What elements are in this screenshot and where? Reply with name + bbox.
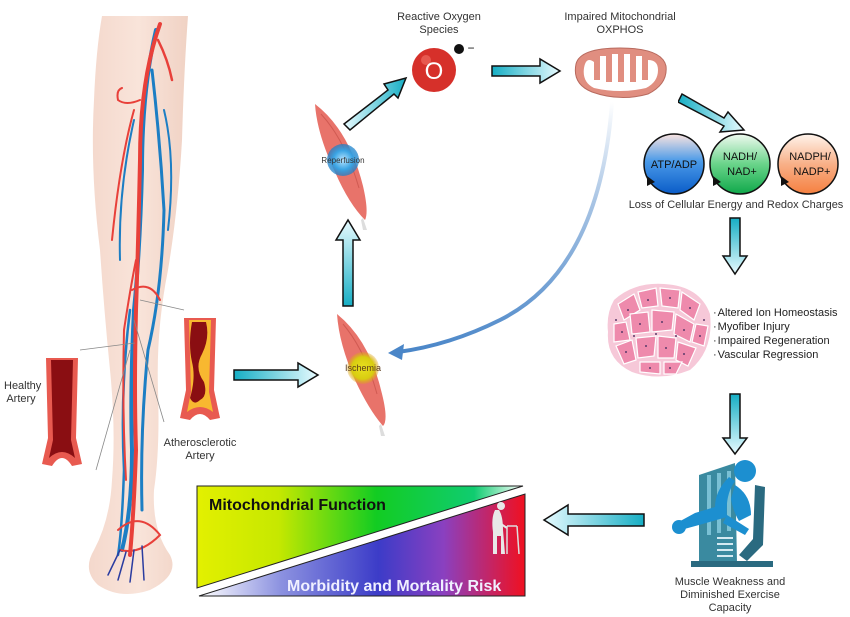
- nad-label: NAD+: [727, 166, 757, 178]
- arrow-to-ros: [342, 76, 408, 132]
- arrow-to-exercise: [721, 393, 749, 456]
- ischemia-muscle: Ischemia: [337, 314, 386, 436]
- mortality-risk-triangle: [198, 493, 526, 597]
- muscle-tissue-icon: [607, 283, 711, 377]
- ros-molecule-icon: O −: [412, 41, 475, 92]
- exercise-machine-icon: [672, 460, 773, 567]
- ratios-caption: Loss of Cellular Energy and Redox Charge…: [628, 199, 844, 211]
- vein: [163, 109, 173, 231]
- leg-illustration: [79, 16, 188, 594]
- oxygen-symbol: O: [425, 58, 444, 85]
- tissue-effect-item: Altered Ion Homeostasis: [713, 306, 838, 320]
- vein: [140, 68, 166, 512]
- arrow-right-to-ischemia: [233, 361, 320, 389]
- artery: [131, 285, 161, 301]
- ros-label: Reactive Oxygen Species: [397, 11, 481, 36]
- mitochondrial-function-label: Mitochondrial Function: [209, 497, 386, 514]
- arrow-up-to-reperfusion: [334, 218, 362, 307]
- artery: [122, 259, 137, 481]
- ratio-circles: ATP/ADP NADH/ NAD+ NADPH/ NADP+: [643, 133, 839, 195]
- nadph-nadp-circle: NADPH/ NADP+: [777, 133, 839, 195]
- mitochondrial-function-triangle: [196, 485, 524, 589]
- atherosclerotic-artery-icon: [180, 318, 220, 420]
- nadh-nad-circle: NADH/ NAD+: [709, 133, 771, 195]
- artery: [156, 38, 174, 82]
- nadph-label: NADPH/: [789, 151, 832, 163]
- artery: [116, 87, 141, 104]
- mitochondrion-icon: [574, 47, 667, 98]
- vein: [107, 545, 145, 583]
- nadp-label: NADP+: [794, 166, 831, 178]
- tissue-effects-list: Altered Ion Homeostasis Myofiber Injury …: [713, 306, 838, 362]
- atp-adp-label: ATP/ADP: [651, 159, 697, 171]
- charge-symbol: −: [467, 41, 474, 55]
- healthy-artery-icon: [42, 358, 82, 466]
- arrow-to-ratios: [678, 92, 746, 133]
- vein: [118, 119, 135, 261]
- tissue-effect-item: Vascular Regression: [713, 348, 838, 362]
- reperfusion-muscle: Reperfusion: [315, 104, 367, 230]
- reperfusion-label: Reperfusion: [321, 156, 364, 165]
- mortality-risk-label: Morbidity and Mortality Risk: [287, 578, 501, 595]
- elderly-walker-icon: [492, 502, 520, 555]
- nadh-label: NADH/: [723, 151, 758, 163]
- artery: [128, 22, 162, 557]
- artery: [117, 520, 162, 552]
- feedback-arrow: [388, 101, 614, 360]
- tissue-effect-item: Myofiber Injury: [713, 320, 838, 334]
- arrow-to-oxphos: [491, 57, 562, 85]
- arrow-to-tissue: [721, 217, 749, 276]
- oxphos-label: Impaired Mitochondrial OXPHOS: [564, 11, 676, 36]
- tissue-effect-item: Impaired Regeneration: [713, 334, 838, 348]
- artery: [111, 109, 135, 241]
- healthy-artery-label: Healthy Artery: [4, 380, 42, 405]
- function-risk-triangles: Mitochondrial Function Morbidity and Mor…: [196, 485, 526, 597]
- ischemia-label: Ischemia: [345, 363, 381, 373]
- vein: [116, 308, 132, 557]
- arrow-to-mortality: [542, 503, 645, 537]
- atherosclerotic-artery-label: Atherosclerotic Artery: [163, 437, 237, 462]
- exercise-caption: Muscle Weakness and Diminished Exercise …: [674, 576, 786, 614]
- leg-skin: [88, 16, 188, 594]
- atp-adp-circle: ATP/ADP: [643, 133, 705, 195]
